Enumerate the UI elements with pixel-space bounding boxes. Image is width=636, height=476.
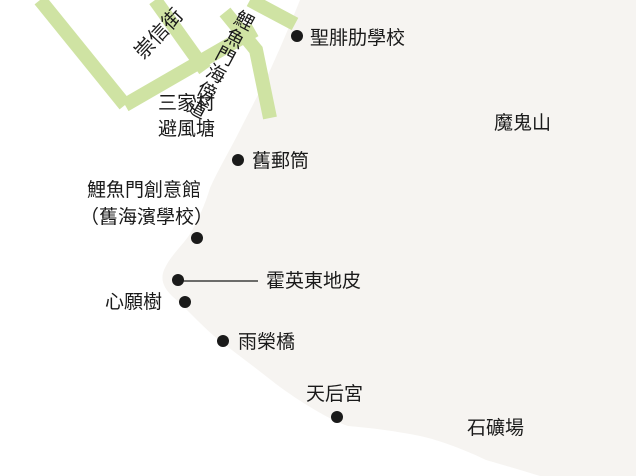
- label-quarry: 石礦場: [467, 417, 525, 439]
- marker-old-post-office[interactable]: [232, 154, 244, 166]
- label-creative-hub-2[interactable]: （舊海濱學校）: [80, 206, 214, 228]
- label-tin-hau-temple[interactable]: 天后宮: [306, 383, 364, 405]
- label-devil-peak: 魔鬼山: [494, 112, 552, 134]
- marker-st-francis-school[interactable]: [291, 30, 303, 42]
- label-wishing-tree[interactable]: 心願樹: [105, 291, 163, 313]
- road-shun-shun-street: [34, 0, 259, 112]
- label-typhoon-shelter-1: 三家村: [158, 92, 216, 114]
- label-fok-ying-tung-site[interactable]: 霍英東地皮: [266, 270, 362, 292]
- label-creative-hub-1[interactable]: 鯉魚門創意館: [87, 179, 202, 201]
- marker-fok-ying-tung-site[interactable]: [172, 274, 184, 286]
- label-typhoon-shelter-2: 避風塘: [158, 118, 216, 140]
- marker-creative-hub[interactable]: [191, 232, 203, 244]
- label-old-post-office[interactable]: 舊郵筒: [252, 150, 310, 172]
- road-lei-yue-mun-praya: [219, 0, 299, 120]
- land-area: [162, 0, 636, 476]
- marker-tin-hau-temple[interactable]: [331, 411, 343, 423]
- marker-wishing-tree[interactable]: [179, 296, 191, 308]
- label-st-francis-school[interactable]: 聖腓肋學校: [310, 27, 406, 49]
- label-wing-wing-bridge[interactable]: 雨榮橋: [238, 331, 296, 353]
- marker-wing-wing-bridge[interactable]: [217, 335, 229, 347]
